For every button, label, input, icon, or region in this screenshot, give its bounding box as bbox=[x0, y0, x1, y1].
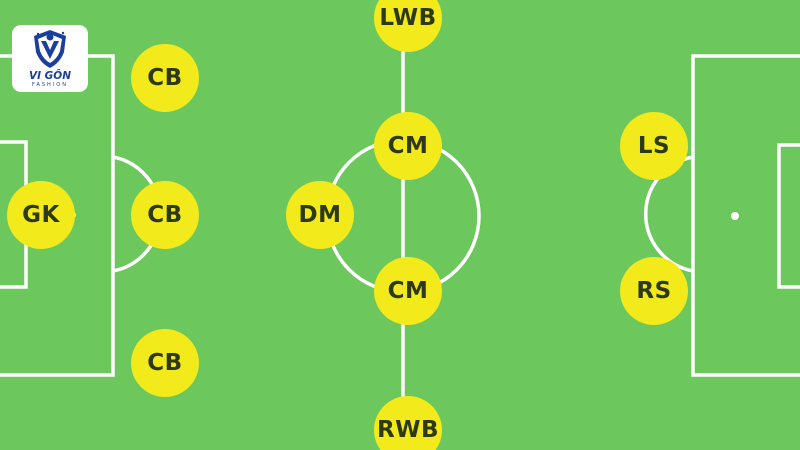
logo-subtitle: FASHION bbox=[32, 82, 68, 88]
right-goal-box bbox=[777, 143, 800, 289]
player-lwb[interactable]: LWB bbox=[374, 0, 442, 52]
shield-logo-icon bbox=[34, 30, 66, 68]
right-penalty-spot bbox=[731, 212, 739, 220]
player-cb-top[interactable]: CB bbox=[131, 44, 199, 112]
player-cm-top[interactable]: CM bbox=[374, 112, 442, 180]
vigon-logo: VI GÔN FASHION bbox=[12, 25, 88, 92]
player-dm[interactable]: DM bbox=[286, 181, 354, 249]
player-cm-bottom[interactable]: CM bbox=[374, 257, 442, 325]
player-ls[interactable]: LS bbox=[620, 112, 688, 180]
player-gk[interactable]: GK bbox=[7, 181, 75, 249]
player-rs[interactable]: RS bbox=[620, 257, 688, 325]
player-rwb[interactable]: RWB bbox=[374, 396, 442, 450]
logo-name: VI GÔN bbox=[28, 70, 72, 82]
right-penalty-box bbox=[691, 54, 800, 377]
player-cb-bottom[interactable]: CB bbox=[131, 329, 199, 397]
player-cb-center[interactable]: CB bbox=[131, 181, 199, 249]
